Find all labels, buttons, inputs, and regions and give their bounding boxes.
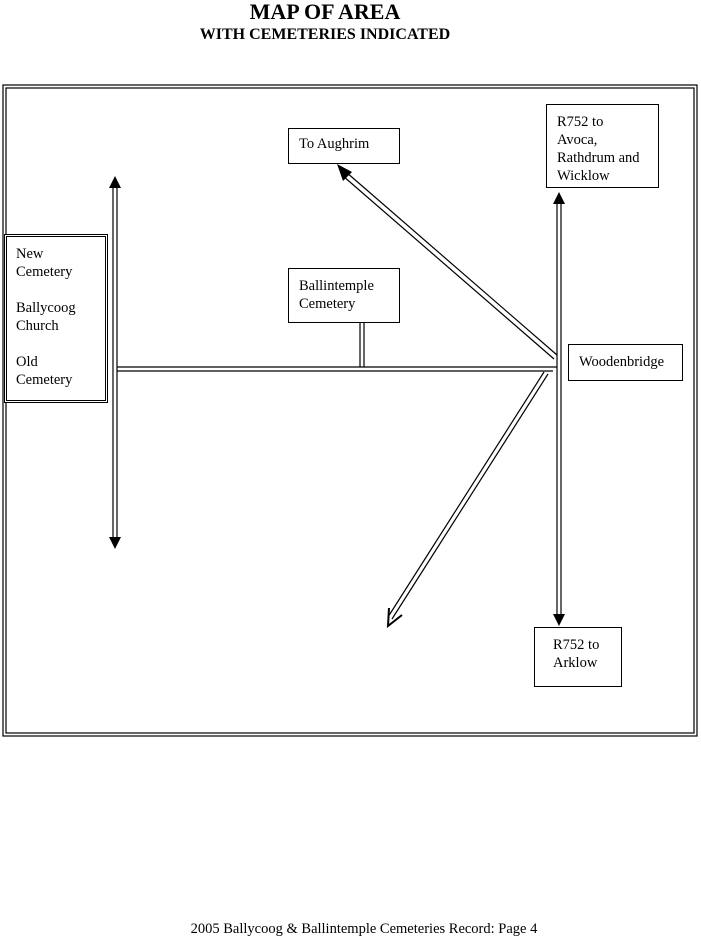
page-title: MAP OF AREA [249, 0, 401, 24]
woodenbridge-label-box: Woodenbridge [568, 344, 683, 381]
aughrim-label: To Aughrim [299, 136, 370, 152]
map-frame-outer [2, 84, 698, 737]
ballintemple-label-box: Ballintemple Cemetery [288, 268, 400, 323]
woodenbridge-label: Woodenbridge [579, 354, 665, 370]
r752-south-line-1: R752 to [553, 637, 600, 653]
page-subtitle: WITH CEMETERIES INDICATED [199, 26, 451, 43]
aughrim-road-arrow [337, 164, 352, 181]
r752-arrow-south [553, 614, 565, 626]
southwest-road-arrow [386, 607, 403, 629]
west-road-arrow-top [109, 176, 121, 188]
r752-north-line-4: Wicklow [557, 168, 610, 184]
page-footer: 2005 Ballycoog & Ballintemple Cemeteries… [190, 921, 538, 937]
r752-south-line-2: Arklow [553, 655, 598, 671]
west-road-arrow-bottom [109, 537, 121, 549]
ballintemple-line-1: Ballintemple [299, 278, 374, 294]
west-places-label-box: New Cemetery Ballycoog Church Old Cemete… [4, 234, 108, 403]
aughrim-road-b [342, 175, 555, 360]
r752-south-label-box: R752 to Arklow [534, 627, 622, 687]
church-line-2: Church [16, 318, 59, 334]
southwest-road-b [387, 371, 545, 618]
r752-north-line-1: R752 to [557, 114, 604, 130]
map-frame-inner [5, 87, 695, 734]
old-cemetery-line-1: Old [16, 354, 38, 370]
old-cemetery-line-2: Cemetery [16, 372, 73, 388]
new-cemetery-line-2: Cemetery [16, 264, 73, 280]
new-cemetery-line-1: New [16, 246, 44, 262]
aughrim-label-box: To Aughrim [288, 128, 400, 164]
ballintemple-line-2: Cemetery [299, 296, 356, 312]
aughrim-road-a [345, 171, 558, 356]
r752-north-line-3: Rathdrum and [557, 150, 640, 166]
r752-north-label-box: R752 to Avoca, Rathdrum and Wicklow [546, 104, 659, 188]
church-line-1: Ballycoog [16, 300, 76, 316]
r752-north-line-2: Avoca, [557, 132, 598, 148]
r752-arrow-north [553, 192, 565, 204]
southwest-road-a [391, 373, 549, 620]
